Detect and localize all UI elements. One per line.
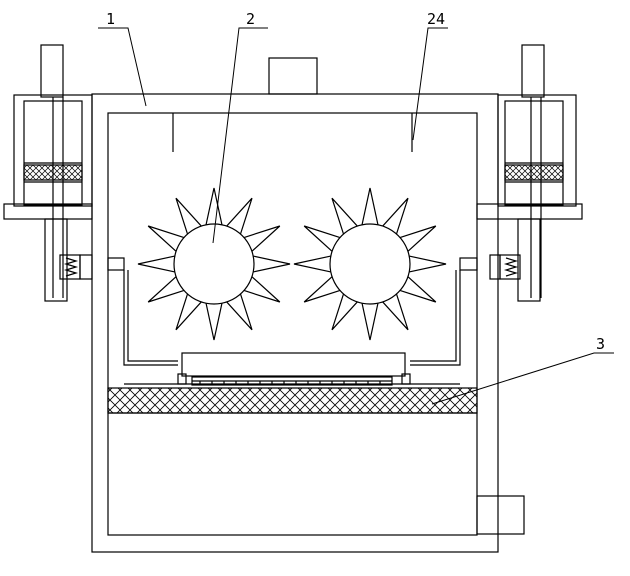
roller-left-tooth	[253, 255, 291, 273]
filter-layer	[107, 387, 478, 414]
callouts: 1 2 24 3	[98, 10, 614, 405]
tray-left-wall	[123, 270, 178, 366]
roller-right-tooth	[361, 187, 379, 225]
roller-left-tooth	[205, 187, 223, 225]
filter-hatched	[107, 387, 478, 414]
roller-left-tooth	[147, 276, 185, 303]
roller-right-tooth	[382, 293, 409, 331]
right-hatched-band	[504, 164, 564, 181]
housing	[91, 57, 525, 553]
callout-24-leader	[412, 27, 448, 141]
roller-left-tooth	[243, 276, 281, 303]
screen-tray	[107, 257, 478, 386]
sieve-box	[181, 352, 406, 377]
roller-right-hub	[329, 223, 411, 305]
callout-24-label: 24	[427, 10, 445, 28]
roller-left-tooth	[243, 225, 281, 252]
roller-right-tooth	[382, 197, 409, 235]
roller-right	[293, 187, 447, 341]
right-cylinder-housing	[497, 94, 577, 207]
right-spring-cap	[489, 254, 501, 280]
callout-3-label: 3	[596, 335, 605, 353]
outer-frame	[91, 93, 499, 553]
roller-left-tooth	[205, 303, 223, 341]
roller-right-tooth	[399, 225, 437, 252]
callout-1-leader	[98, 27, 147, 107]
roller-right-tooth	[399, 276, 437, 303]
callout-2-leader	[212, 27, 268, 244]
right-lower-block	[517, 218, 541, 302]
tray-left-clip	[107, 257, 125, 271]
left-top-post	[40, 44, 64, 98]
right-cylinder	[504, 100, 564, 206]
roller-left-tooth	[226, 197, 253, 235]
top-outlet	[268, 57, 318, 95]
roller-right-tooth	[303, 225, 341, 252]
left-mechanism	[3, 44, 93, 302]
right-mechanism	[476, 44, 583, 302]
roller-left-tooth	[175, 197, 202, 235]
roller-left-tooth	[226, 293, 253, 331]
right-top-post	[521, 44, 545, 98]
callout-2-label: 2	[246, 10, 255, 28]
hanging-rods	[172, 113, 413, 152]
roller-left-tooth	[137, 255, 175, 273]
roller-right-tooth	[331, 293, 358, 331]
roller-right-tooth	[361, 303, 379, 341]
roller-right-tooth	[303, 276, 341, 303]
left-hatched-band	[23, 164, 83, 181]
tray-right-clip	[459, 257, 478, 271]
side-port	[476, 495, 525, 535]
roller-right-tooth	[331, 197, 358, 235]
crushing-rollers	[137, 187, 447, 341]
roller-left-tooth	[147, 225, 185, 252]
roller-left-tooth	[175, 293, 202, 331]
tray-right-wall	[410, 270, 461, 366]
right-spring	[503, 257, 519, 277]
left-spring-cap	[79, 254, 93, 280]
callout-1-label: 1	[106, 10, 115, 28]
roller-right-tooth	[293, 255, 331, 273]
inner-frame	[107, 112, 478, 536]
callout-3-leader	[431, 352, 614, 405]
left-lower-block	[44, 218, 68, 302]
roller-left-hub	[173, 223, 255, 305]
roller-left	[137, 187, 291, 341]
left-spring	[63, 257, 79, 277]
roller-right-tooth	[409, 255, 447, 273]
